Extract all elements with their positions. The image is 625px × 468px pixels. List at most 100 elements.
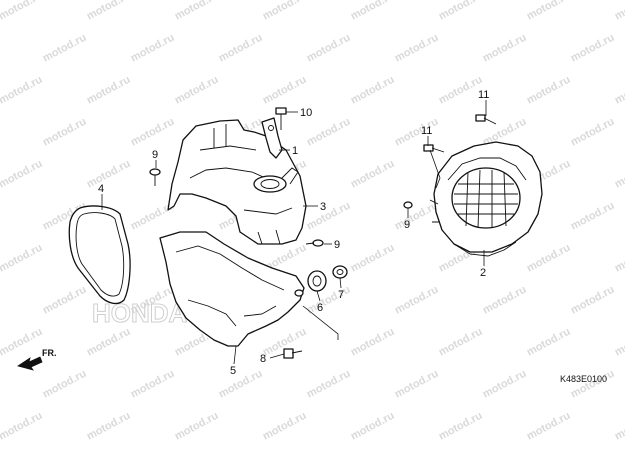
watermark-text-27: motod.ru [305,116,353,149]
direction-label: FR. [42,348,57,358]
watermark-text-69: motod.ru [437,326,485,359]
watermark-text-2: motod.ru [173,0,221,23]
watermark-text-77: motod.ru [481,368,529,401]
watermark-text-78: motod.ru [569,368,617,401]
watermark-text-10: motod.ru [217,32,265,65]
watermark-text-46: motod.ru [569,200,617,233]
diagram-code: K483E0100 [560,374,607,384]
brand-mark: HONDA [92,298,188,328]
part-9-screw-left [149,168,161,186]
watermark-text-11: motod.ru [305,32,353,65]
watermark-text-32: motod.ru [0,158,44,191]
fan-grille [451,167,521,229]
watermark-text-9: motod.ru [129,32,177,65]
watermark-text-17: motod.ru [85,74,133,107]
watermark-text-5: motod.ru [437,0,485,23]
callout-10: 10 [300,107,312,119]
watermark-text-65: motod.ru [85,326,133,359]
callout-11-left: 11 [421,125,432,137]
part-1-bracket [261,117,283,159]
part-10-bolt [275,107,287,130]
watermark-text-76: motod.ru [393,368,441,401]
watermark-text-64: motod.ru [0,326,44,359]
watermark-text-48: motod.ru [0,242,44,275]
watermark-text-6: motod.ru [525,0,573,23]
watermark-text-13: motod.ru [481,32,529,65]
callout-7: 7 [338,289,344,301]
callout-2: 2 [480,267,486,279]
callout-9-center: 9 [334,239,340,251]
watermark-text-85: motod.ru [437,410,485,443]
leader-lines [101,100,487,365]
watermark-text-44: motod.ru [393,200,441,233]
callout-9-right: 9 [404,219,410,231]
watermark-text-83: motod.ru [261,410,309,443]
callout-5: 5 [230,365,236,377]
watermark-text-71: motod.ru [613,326,625,359]
watermark-text-19: motod.ru [261,74,309,107]
watermark-text-25: motod.ru [129,116,177,149]
part-2-fan-cover [429,141,543,257]
watermark-text-39: motod.ru [613,158,625,191]
watermark-text-36: motod.ru [349,158,397,191]
watermark-text-30: motod.ru [569,116,617,149]
watermark-text-33: motod.ru [85,158,133,191]
watermark-text-12: motod.ru [393,32,441,65]
callout-11-top: 11 [478,89,489,101]
part-11-bolt-left [423,144,445,153]
part-5-lower-shroud [159,231,305,347]
watermark-text-87: motod.ru [613,410,625,443]
watermark-text-80: motod.ru [0,410,44,443]
watermark-text-86: motod.ru [525,410,573,443]
watermark-text-14: motod.ru [569,32,617,65]
washer [294,289,304,297]
part-11-bolt-top [475,114,497,125]
watermark-text-8: motod.ru [41,32,89,65]
callout-3: 3 [320,201,326,213]
watermark-text-72: motod.ru [41,368,89,401]
watermark-text-1: motod.ru [85,0,133,23]
watermark-text-60: motod.ru [393,284,441,317]
watermark-text-68: motod.ru [349,326,397,359]
watermark-text-23: motod.ru [613,74,625,107]
part-9-screw-right [403,201,413,209]
part-3-upper-shroud [167,119,307,245]
watermark-text-62: motod.ru [569,284,617,317]
callout-labels: 10 1 3 4 9 6 7 5 8 2 11 11 9 9 [98,89,489,377]
watermark-text-7: motod.ru [613,0,625,23]
fasteners [149,107,497,359]
watermark-text-52: motod.ru [349,242,397,275]
watermark-text-70: motod.ru [525,326,573,359]
callout-1: 1 [292,145,298,157]
watermark-text-73: motod.ru [129,368,177,401]
part-9-screw-center [305,239,324,247]
watermark-text-56: motod.ru [41,284,89,317]
watermark-text-22: motod.ru [525,74,573,107]
callout-9-left: 9 [152,149,158,161]
direction-arrow-icon [17,356,43,371]
watermark-text-20: motod.ru [349,74,397,107]
watermark-text-61: motod.ru [481,284,529,317]
watermark-text-75: motod.ru [305,368,353,401]
direction-indicator: FR. [17,348,57,371]
watermark-text-28: motod.ru [393,116,441,149]
watermark-text-54: motod.ru [525,242,573,275]
callout-4: 4 [98,183,104,195]
watermark-text-74: motod.ru [217,368,265,401]
callout-6: 6 [317,302,323,314]
watermark-text-43: motod.ru [305,200,353,233]
watermark-text-81: motod.ru [85,410,133,443]
callout-8: 8 [260,353,266,365]
watermark-text-0: motod.ru [0,0,44,23]
part-8-bolt [283,348,303,359]
part-6-grommet [307,270,327,292]
part-7-collar [332,265,348,279]
part-4-seal [68,205,131,305]
watermark-text-84: motod.ru [349,410,397,443]
watermark-text-16: motod.ru [0,74,44,107]
watermark-text-3: motod.ru [261,0,309,23]
watermark-text-55: motod.ru [613,242,625,275]
watermark-text-18: motod.ru [173,74,221,107]
